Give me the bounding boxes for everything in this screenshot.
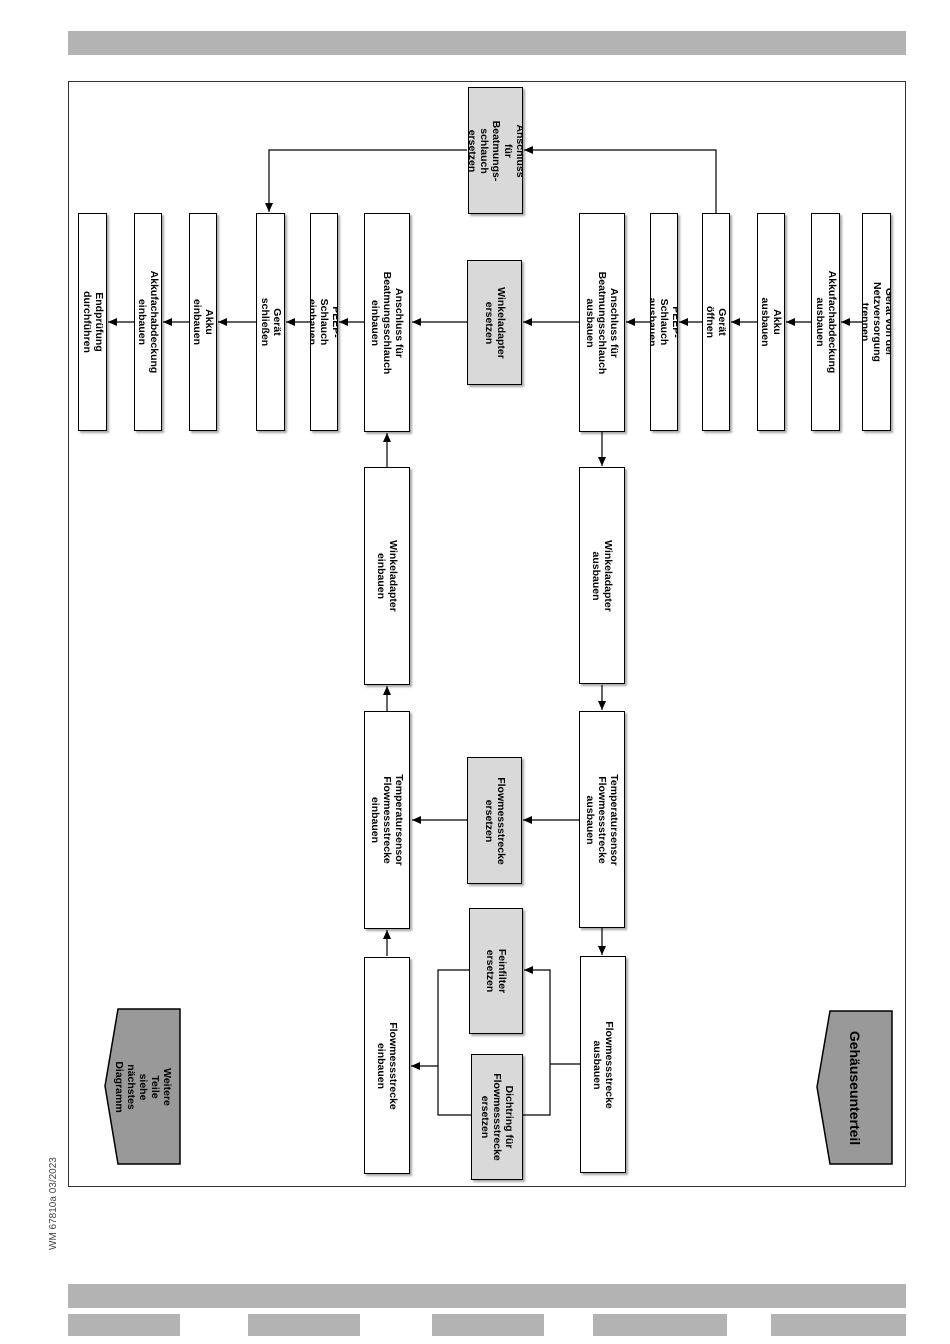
step-remove-battery-cover: Akkufachabdeckung ausbauen <box>811 213 840 431</box>
step-install-flow-section: Flowmessstrecke einbauen <box>364 957 410 1174</box>
step-remove-peep-hose: PEEP-Schlauch ausbauen <box>650 213 678 431</box>
step-remove-flow-section: Flowmessstrecke ausbauen <box>580 956 626 1173</box>
line-r5-merge <box>437 1066 471 1116</box>
step-remove-angle-adapter: Winkeladapter ausbauen <box>579 467 625 684</box>
step-install-peep-hose: PEEP-Schlauch einbauen <box>310 213 338 431</box>
step-remove-battery: Akku ausbauen <box>757 213 785 431</box>
header-bar <box>68 31 906 55</box>
footer-tab-1 <box>68 1314 180 1336</box>
step-remove-temp-sensor: Temperatursensor Flowmessstrecke ausbaue… <box>579 711 625 928</box>
step-open-device: Gerät öffnen <box>702 213 730 431</box>
footer-bar <box>68 1284 906 1308</box>
continuation-note: Weitere Teile siehe nächstes Diagramm <box>113 1060 173 1113</box>
step-final-test: Endprüfung durchführen <box>78 213 107 431</box>
diagram-frame <box>68 81 906 1187</box>
step-install-battery: Akku einbauen <box>189 213 217 431</box>
footer-tab-4 <box>593 1314 727 1336</box>
line-r4-merge <box>437 969 469 1066</box>
footer-tab-2 <box>248 1314 360 1336</box>
step-install-battery-cover: Akkufachabdeckung einbauen <box>134 213 162 431</box>
replace-fine-filter: Feinfilter ersetzen <box>469 908 523 1034</box>
continuation-shape: Weitere Teile siehe nächstes Diagramm <box>104 1008 182 1165</box>
replace-flow-section: Flowmessstrecke ersetzen <box>467 757 522 884</box>
step-remove-hose-connector: Anschluss für Beatmungsschlauch ausbauen <box>579 213 625 432</box>
pentagon-shape-right <box>816 1010 893 1165</box>
arrow-branch-r4 <box>524 966 551 1064</box>
replace-hose-connector: Anschluss für Beatmungs- schlauch ersetz… <box>468 87 523 214</box>
replace-flow-seal: Dichtring für Flowmessstrecke ersetzen <box>471 1054 523 1180</box>
arrow-r1-i6 <box>265 149 467 212</box>
footer-tab-3 <box>432 1314 544 1336</box>
step-close-device: Gerät schließen <box>256 213 285 431</box>
pentagon-shape-left <box>104 1008 181 1165</box>
section-header-shape: Gehäuseunterteil <box>816 1010 894 1165</box>
footer-tab-5 <box>771 1314 906 1336</box>
step-install-angle-adapter: Winkeladapter einbauen <box>364 467 410 685</box>
arrow-s4-r1 <box>524 146 717 214</box>
step-disconnect-power: Gerät von der Netzversorgung trennen <box>862 213 891 431</box>
step-install-temp-sensor: Temperatursensor Flowmessstrecke einbaue… <box>364 711 410 929</box>
replace-angle-adapter: Winkeladapter ersetzen <box>467 260 522 385</box>
section-title: Gehäuseunterteil <box>847 1030 863 1145</box>
step-install-hose-connector: Anschluss für Beatmungsschlauch einbauen <box>364 213 410 432</box>
